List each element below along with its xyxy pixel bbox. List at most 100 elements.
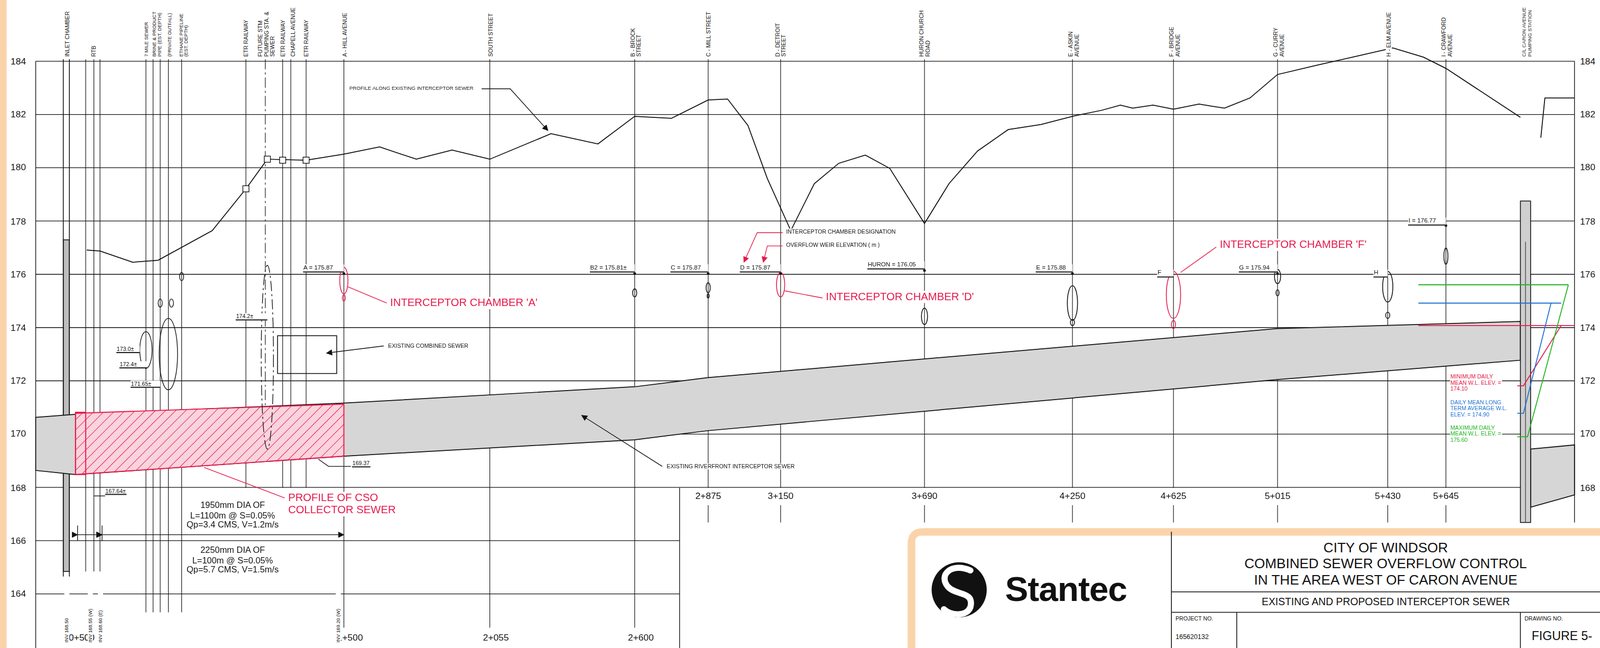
line-shape [35,60,1575,62]
line-shape [343,59,345,628]
line-shape [77,534,103,535]
ellipse-shape [1166,271,1181,319]
field-label: DRAWING NO. [1524,615,1563,622]
line-shape [35,114,1575,115]
ellipse-shape [1070,319,1075,326]
station-label: 3+150 [767,491,794,502]
title-line: COMBINED SEWER OVERFLOW CONTROL [1244,556,1527,572]
ellipse-shape [179,272,184,281]
pumping-station [1520,200,1531,523]
line-shape [152,59,154,613]
street-label: RTB [90,1,98,58]
polyline-shape [743,232,783,263]
drawing-title: EXISTING AND PROPOSED INTERCEPTOR SEWER [1261,596,1511,608]
station-label: 5+645 [1432,491,1459,502]
station-label: 2+055 [482,632,510,643]
note: EXISTING COMBINED SEWER [387,343,469,350]
line-shape [1171,612,1600,614]
weir-elevation: I = 176.77 [1408,217,1446,226]
street-label: ETR RAILWAY [302,1,310,58]
street-label: ETR RAILWAY [242,1,249,58]
invert-label: INV 168.50 [63,580,70,643]
rect-shape [279,156,286,164]
line-shape [1387,59,1389,488]
ellipse-shape [1444,247,1449,265]
elevation-label: 169.37 [352,460,371,468]
elevation-axis-label: 170 [10,429,27,440]
pipe-spec: Qp=5.7 CMS, V=1.5m/s [186,565,280,576]
ellipse-shape [1275,289,1280,297]
elevation-axis-label: 180 [1579,162,1596,173]
weir-elevation: F [1157,269,1173,278]
leader-lines [94,88,1217,498]
ellipse-shape [1067,285,1078,321]
weir-elevation: A = 175.87 [302,264,344,273]
weir-elevation: C = 175.87 [670,264,708,273]
line-shape [93,59,95,572]
street-label: BRINE & PRODUCT PIPE (EST. DEPTH) [151,1,163,58]
elevation-axis-label: 178 [1579,216,1596,227]
street-label: E - ASKIN AVENUE [1067,15,1080,58]
elevation-axis-label: 172 [1579,375,1596,386]
callout: PROFILE OF CSO COLLECTOR SEWER [287,492,403,516]
water-level-leader [1517,302,1552,414]
elevation-axis-label: 174 [10,322,27,333]
elevation-axis-label: 176 [1579,269,1596,280]
line-shape [1180,246,1217,273]
street-label: B - BROCK STREET [629,15,643,58]
weir-elevation: B2 = 175.81± [589,264,635,273]
callout: INTERCEPTOR CHAMBER 'F' [1219,238,1367,252]
line-shape [35,273,1575,275]
station-label: 2+875 [695,491,722,502]
elevation-axis-label: 172 [10,375,27,386]
line-shape [35,167,1575,169]
line-shape [1170,531,1172,648]
line-shape [145,59,146,613]
elevation-label: 167.64± [105,487,127,496]
polyline-shape [481,88,548,131]
company-logo-text: Stantec [1005,569,1127,609]
ellipse-shape [261,265,274,450]
existing-interceptor-sewer [35,321,1521,475]
weir-elevation: D = 175.87 [740,264,781,273]
field-label: PROJECT NO. [1175,615,1214,622]
street-label: C - MILL STREET [705,1,712,58]
ground-profile [1540,97,1575,138]
line-shape [1172,59,1174,488]
circle-shape [706,272,710,275]
elevation-axis-label: 184 [10,56,27,67]
line-shape [35,540,680,541]
water-level-line [1418,302,1561,304]
ellipse-shape [158,299,163,308]
note: PROFILE ALONG EXISTING INTERCEPTOR SEWER [348,85,474,92]
ground-profile [86,48,1521,263]
legend-text: MINIMUM DAILY MEAN W.L. ELEV. = 174.10 [1449,373,1502,393]
chambers [339,247,1449,329]
elevation-axis-label: 168 [10,482,27,493]
interceptor-sewer-downstream [1530,445,1575,508]
line-shape [99,59,101,572]
station-label: 4+250 [1059,491,1086,502]
elevation-axis-label: 180 [10,162,27,173]
line-shape [181,59,182,613]
street-label: H - ELM AVENUE [1385,1,1393,58]
ellipse-shape [169,299,174,308]
pipe-spec: L=1100m @ S=0.05% [189,510,276,521]
elevation-axis-label: 174 [1579,322,1596,333]
street-label: 7 MILE SEWER [143,1,149,58]
utility-crossings [139,265,274,450]
water-level-leader [1517,284,1569,438]
pipe-spec: Qp=3.4 CMS, V=1.2m/s [186,520,280,531]
ellipse-shape [159,318,178,390]
street-label: A - HILL AVENUE [341,1,349,58]
inlet-chamber [63,239,70,572]
line-shape [94,495,106,497]
elevation-axis-label: 182 [10,109,27,120]
elevation-axis-label: 178 [10,216,27,227]
legend-text: DAILY MEAN LONG TERM AVERAGE W.L. ELEV. … [1449,399,1516,419]
elevation-axis-label: 168 [1579,482,1596,493]
line-shape [581,415,663,467]
line-shape [35,220,1575,222]
line-shape [1520,612,1522,648]
